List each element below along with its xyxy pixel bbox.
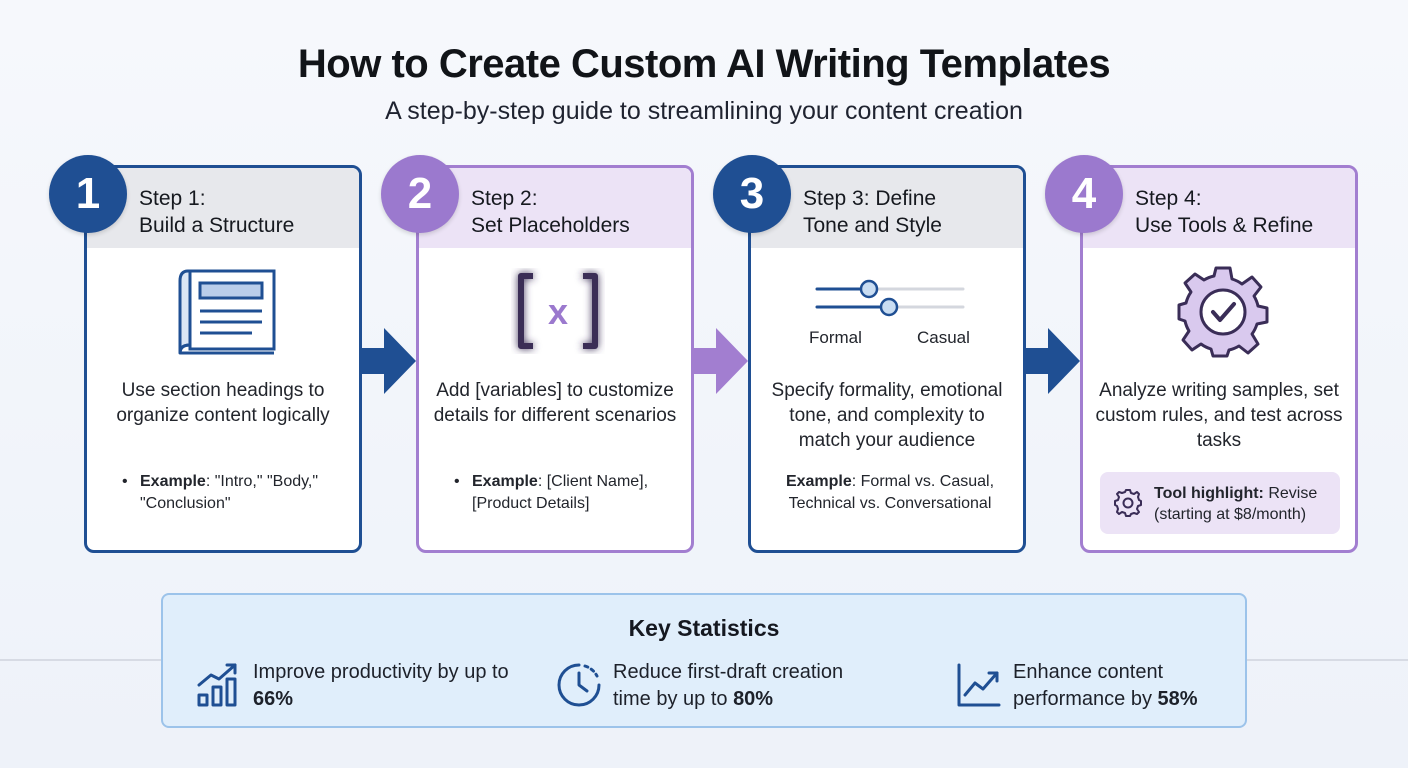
step-3-example-text: : Formal vs. Casual, Technical vs. Conve… [788, 473, 995, 512]
line-chart-up-icon [957, 663, 1001, 707]
step-3-number-badge: 3 [713, 155, 791, 233]
step-3-heading: Step 3: Define Tone and Style [803, 185, 1023, 239]
variable-x-glyph: x [548, 291, 568, 332]
step-2-example: Example: [Client Name], [Product Details… [454, 471, 679, 515]
step-2-number-badge: 2 [381, 155, 459, 233]
step-1-example-text: : "Intro," "Body," "Conclusion" [140, 473, 319, 512]
stat-performance-value: 58% [1157, 688, 1198, 710]
tool-highlight-value: Revise (starting at $8/month) [1154, 485, 1318, 523]
divider-right [1247, 659, 1408, 661]
document-layout-icon [178, 269, 276, 355]
step-card-1: Step 1: Build a Structure Use section he… [84, 165, 362, 553]
divider-left [0, 659, 161, 661]
step-1-description: Use section headings to organize content… [116, 380, 330, 426]
slider-left-label: Formal [809, 328, 862, 347]
arrow-right-icon [1024, 328, 1080, 394]
step-2-header: Step 2: Set Placeholders [419, 168, 691, 248]
step-1-header: Step 1: Build a Structure [87, 168, 359, 248]
step-2-example-label: Example [472, 473, 538, 490]
step-3-description: Specify formality, emotional tone, and c… [771, 380, 1003, 451]
step-2-example-text: : [Client Name], [Product Details] [472, 473, 649, 512]
tone-sliders-icon [815, 279, 965, 317]
key-statistics-panel: Key Statistics Improve productivity by u… [161, 593, 1247, 728]
stat-productivity-label: Improve productivity by up to [253, 661, 509, 683]
stat-performance-text: Enhance content performance by 58% [1013, 659, 1273, 713]
arrow-right-icon [360, 328, 416, 394]
stat-productivity-text: Improve productivity by up to 66% [253, 659, 513, 713]
step-3-example-label: Example [785, 473, 852, 490]
tool-highlight-text: Tool highlight: Revise (starting at $8/m… [1154, 483, 1334, 525]
step-1-heading-line1: Step 1: [139, 187, 206, 210]
step-4-heading: Step 4: Use Tools & Refine [1135, 185, 1355, 239]
step-2-description: Add [variables] to customize details for… [433, 380, 677, 426]
arrow-right-icon [692, 328, 748, 394]
page-subtitle: A step-by-step guide to streamlining you… [385, 97, 1023, 125]
stat-first-draft-value: 80% [733, 688, 774, 710]
step-3-example: Example: Formal vs. Casual, Technical vs… [765, 471, 1015, 515]
variable-brackets-icon: x [518, 273, 598, 349]
stat-performance-label: Enhance content performance by [1013, 661, 1164, 710]
step-card-2: Step 2: Set Placeholders x Add [variable… [416, 165, 694, 553]
step-card-3: Step 3: Define Tone and Style Formal Cas… [748, 165, 1026, 553]
step-4-number-badge: 4 [1045, 155, 1123, 233]
stat-productivity-value: 66% [253, 688, 294, 710]
key-statistics-title: Key Statistics [628, 615, 780, 641]
step-4-header: Step 4: Use Tools & Refine [1083, 168, 1355, 248]
step-1-number-badge: 1 [49, 155, 127, 233]
stat-first-draft-text: Reduce first-draft creation time by up t… [613, 659, 873, 713]
step-3-header: Step 3: Define Tone and Style [751, 168, 1023, 248]
step-3-heading-line1: Step 3: Define [803, 187, 937, 210]
step-2-heading-line1: Step 2: [471, 187, 538, 210]
slider-right-label: Casual [917, 328, 970, 347]
step-4-heading-line2: Use Tools & Refine [1135, 214, 1314, 237]
step-3-heading-line2: Tone and Style [803, 214, 942, 237]
step-4-description: Analyze writing samples, set custom rule… [1095, 380, 1343, 451]
page-title: How to Create Custom AI Writing Template… [297, 42, 1111, 86]
step-1-heading-line2: Build a Structure [139, 214, 295, 237]
clock-arrow-icon [557, 663, 601, 707]
gear-check-icon [1177, 266, 1269, 358]
step-2-heading-line2: Set Placeholders [471, 214, 630, 237]
tool-highlight-label: Tool highlight: [1154, 485, 1264, 502]
tool-highlight-box: Tool highlight: Revise (starting at $8/m… [1100, 472, 1340, 534]
step-2-heading: Step 2: Set Placeholders [471, 185, 691, 239]
step-card-4: Step 4: Use Tools & Refine Analyze writi… [1080, 165, 1358, 553]
step-1-example-label: Example [140, 473, 206, 490]
step-1-example: Example: "Intro," "Body," "Conclusion" [122, 471, 347, 515]
step-4-heading-line1: Step 4: [1135, 187, 1202, 210]
stat-first-draft-label: Reduce first-draft creation time by up t… [613, 661, 844, 710]
small-gear-icon [1114, 489, 1142, 517]
step-1-heading: Step 1: Build a Structure [139, 185, 359, 239]
bar-chart-growth-icon [197, 663, 237, 707]
